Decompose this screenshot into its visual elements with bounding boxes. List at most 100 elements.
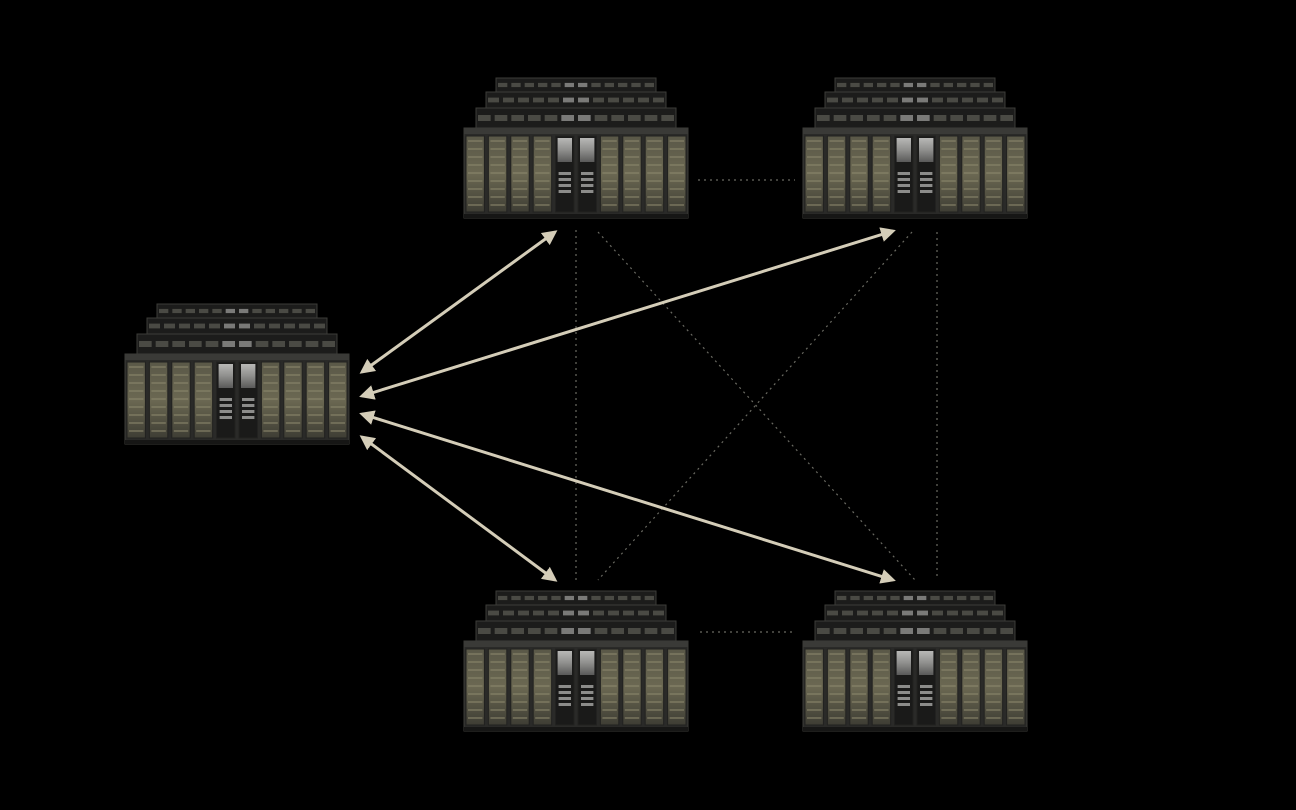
rack-blade-line bbox=[647, 156, 662, 158]
rack-switch-port bbox=[920, 178, 933, 181]
rack-blade-line bbox=[829, 693, 844, 695]
rack-blade-line bbox=[941, 709, 956, 711]
rack-blade-line bbox=[669, 180, 684, 182]
rack-blade-line bbox=[151, 430, 166, 432]
rack-blade-line bbox=[963, 717, 979, 719]
rack-tier-slot bbox=[618, 82, 628, 88]
rack-tier-slot bbox=[511, 115, 524, 121]
rack-blade-line bbox=[490, 693, 505, 695]
rack-blade-line bbox=[512, 653, 528, 655]
rack-tier-slot bbox=[930, 595, 940, 601]
rack-tier-slot bbox=[827, 97, 838, 103]
rack-blade-line bbox=[1008, 669, 1023, 671]
rack-switch-port bbox=[581, 691, 594, 694]
rack-tier-slot bbox=[644, 82, 654, 88]
rack-blade-line bbox=[263, 374, 278, 376]
rack-tier-slot bbox=[883, 115, 897, 121]
rack-blade-line bbox=[669, 164, 684, 166]
rack-tier-slot bbox=[917, 82, 927, 88]
rack-blade-line bbox=[874, 717, 889, 719]
rack-blade-line bbox=[851, 148, 867, 150]
rack-blade-line bbox=[602, 693, 617, 695]
rack-tier-slot bbox=[272, 341, 285, 347]
rack-blade-line bbox=[535, 677, 550, 679]
rack-blade-line bbox=[624, 685, 640, 687]
rack-blade-line bbox=[647, 140, 662, 142]
rack-blade-line bbox=[669, 196, 684, 198]
rack-blade-line bbox=[468, 196, 483, 198]
rack-tier-slot bbox=[638, 610, 649, 616]
rack-blade-line bbox=[669, 717, 684, 719]
rack-blade-line bbox=[173, 390, 189, 392]
rack-tier-slot bbox=[503, 97, 514, 103]
rack-base bbox=[125, 440, 349, 444]
rack-blade-line bbox=[602, 188, 617, 190]
rack-blade-line bbox=[602, 196, 617, 198]
rack-blade-line bbox=[512, 693, 528, 695]
rack-blade-line bbox=[851, 685, 867, 687]
rack-blade-line bbox=[129, 366, 144, 368]
rack-blade-line bbox=[986, 661, 1001, 663]
rack-blade-line bbox=[647, 693, 662, 695]
rack-blade-line bbox=[490, 148, 505, 150]
rack-blade-line bbox=[807, 140, 822, 142]
rack-blade-line bbox=[669, 172, 684, 174]
rack-blade-line bbox=[829, 140, 844, 142]
rack-tier-slot bbox=[252, 308, 262, 314]
rack-blade-line bbox=[512, 172, 528, 174]
rack-tier-slot bbox=[209, 323, 220, 329]
rack-tier-slot bbox=[544, 628, 558, 634]
rack-blade-line bbox=[602, 685, 617, 687]
rack-base bbox=[803, 727, 1027, 731]
rack-blade-line bbox=[535, 653, 550, 655]
rack-blade-line bbox=[669, 709, 684, 711]
rack-switch-port bbox=[897, 190, 910, 193]
rack-tier-slot bbox=[518, 610, 529, 616]
rack-blade-line bbox=[1008, 148, 1023, 150]
rack-blade-line bbox=[624, 140, 640, 142]
rack-blade-line bbox=[624, 148, 640, 150]
rack-blade-line bbox=[874, 164, 889, 166]
rack-blade-line bbox=[963, 653, 979, 655]
rack-tier-slot bbox=[314, 323, 325, 329]
rack-tier-slot bbox=[917, 628, 930, 634]
rack-blade-line bbox=[624, 717, 640, 719]
rack-blade-line bbox=[512, 677, 528, 679]
rack-blade-line bbox=[512, 156, 528, 158]
rack-blade-line bbox=[512, 685, 528, 687]
rack-blade-line bbox=[512, 180, 528, 182]
rack-blade-line bbox=[669, 653, 684, 655]
rack-blade-line bbox=[535, 693, 550, 695]
rack-tier-slot bbox=[591, 82, 601, 88]
arrow-cluster-left-to-cluster-top-right bbox=[359, 227, 896, 400]
rack-tier-slot bbox=[608, 97, 619, 103]
rack-tier-slot bbox=[887, 97, 898, 103]
rack-blade-line bbox=[512, 717, 528, 719]
rack-blade-line bbox=[173, 406, 189, 408]
rack-tier-slot bbox=[538, 82, 548, 88]
rack-blade-line bbox=[129, 374, 144, 376]
rack-tier-slot bbox=[222, 341, 235, 347]
rack-blade-line bbox=[512, 188, 528, 190]
rack-front-cap bbox=[464, 128, 688, 134]
rack-blade-line bbox=[490, 172, 505, 174]
rack-blade-line bbox=[490, 685, 505, 687]
rack-tier-slot bbox=[983, 628, 997, 634]
rack-blade-line bbox=[647, 164, 662, 166]
rack-switch-port bbox=[581, 697, 594, 700]
rack-blade-line bbox=[874, 669, 889, 671]
rack-blade-line bbox=[807, 661, 822, 663]
rack-tier-slot bbox=[563, 610, 574, 616]
rack-tier-slot bbox=[578, 97, 589, 103]
rack-switch-port bbox=[558, 178, 571, 181]
rack-blade-line bbox=[851, 204, 867, 206]
rack-tier-slot bbox=[950, 628, 963, 634]
rack-tier-slot bbox=[478, 628, 491, 634]
rack-tier-slot bbox=[149, 323, 160, 329]
rack-tier-slot bbox=[189, 341, 202, 347]
rack-tier-slot bbox=[604, 595, 614, 601]
rack-tier-slot bbox=[842, 97, 853, 103]
rack-blade-line bbox=[308, 414, 323, 416]
rack-blade-line bbox=[963, 140, 979, 142]
rack-blade-line bbox=[196, 366, 211, 368]
